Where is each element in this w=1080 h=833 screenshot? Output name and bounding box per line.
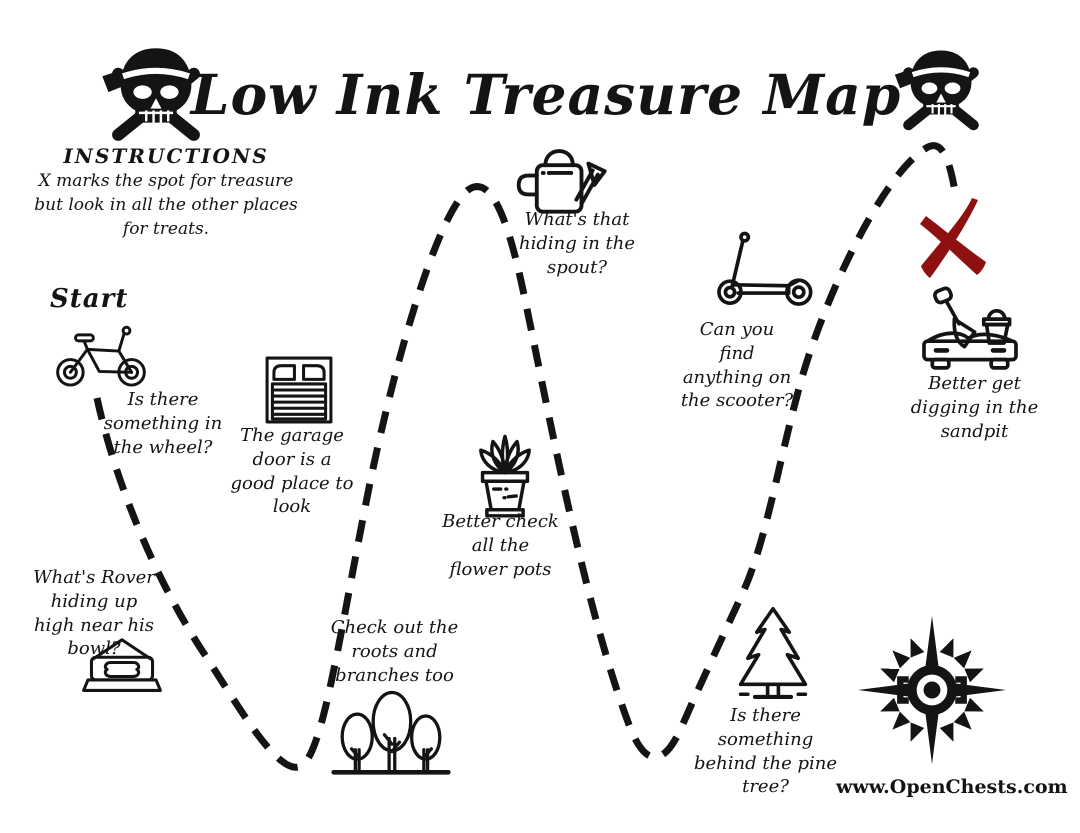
instructions-block: INSTRUCTIONS X marks the spot for treasu… (22, 144, 310, 241)
bicycle-caption: Is there something in the wheel? (103, 389, 223, 458)
instructions-heading: INSTRUCTIONS (63, 144, 269, 168)
scooter-caption: Can you find anything on the scooter? (680, 319, 794, 412)
trees-icon (331, 690, 451, 775)
watering-can-caption: What's that hiding in the spout? (518, 209, 635, 278)
watering-can-icon (516, 149, 607, 214)
pine-tree-caption: Is there something behind the pine tree? (693, 705, 838, 798)
garage-door-icon (265, 356, 333, 424)
bicycle-icon (56, 325, 146, 387)
x-mark-icon (920, 198, 986, 278)
start-label: Start (50, 284, 129, 314)
compass-rose-icon (858, 616, 1006, 764)
dog-bowl-icon (82, 638, 162, 692)
page-title: Low Ink Treasure Map (190, 61, 902, 127)
scooter-icon (717, 231, 813, 306)
flower-pot-icon (479, 434, 531, 518)
website-url: www.OpenChests.com (836, 776, 1068, 798)
trees-caption: Check out the roots and branches too (330, 617, 459, 686)
flower-pots-caption: Better check all the flower pots (442, 511, 559, 580)
dog-bowl-caption: What's Rover hiding up high near his bow… (33, 567, 155, 660)
garage-caption: The garage door is a good place to look (230, 425, 354, 518)
sandpit-caption: Better get digging in the sandpit (910, 373, 1039, 442)
pine-tree-icon (738, 606, 808, 699)
sandpit-icon (922, 286, 1018, 370)
skull-crossbones-icon (894, 50, 979, 131)
skull-crossbones-icon (102, 48, 200, 141)
instructions-text: X marks the spot for treasure but look i… (34, 171, 298, 239)
